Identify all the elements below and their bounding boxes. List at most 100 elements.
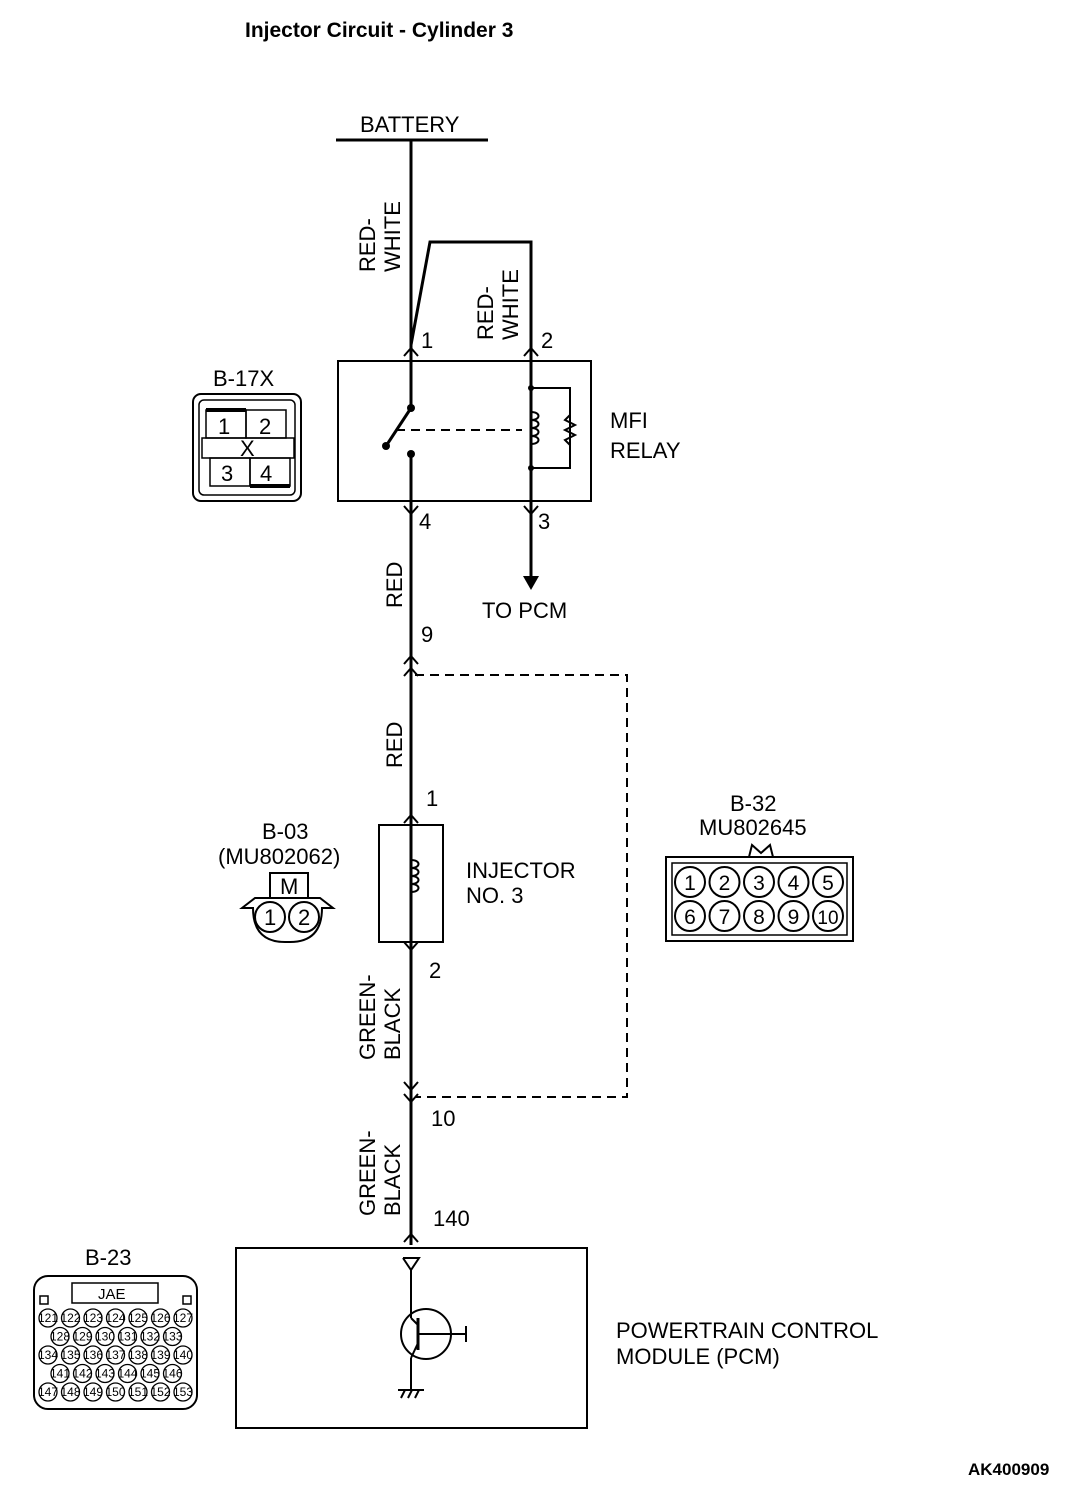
cell-label: 1 — [264, 905, 276, 930]
wire-label-line-1: RED- — [473, 286, 498, 340]
junction-block-outline — [415, 674, 628, 1098]
cell-label: 138 — [128, 1348, 148, 1362]
connector-inner — [671, 862, 848, 936]
cell — [60, 1382, 81, 1402]
wire-label-green-black-2: GREEN- BLACK — [355, 1130, 405, 1216]
cell — [777, 866, 810, 898]
cell-label: 1 — [218, 414, 230, 439]
cell-label: 137 — [105, 1348, 125, 1362]
ground-icon-hatch-2 — [407, 1389, 413, 1399]
cell-label: 146 — [162, 1367, 182, 1381]
cell-label: 2 — [298, 905, 310, 930]
cell — [674, 900, 706, 932]
cell — [674, 866, 706, 898]
cell-label: 147 — [38, 1385, 58, 1399]
transistor-collector — [410, 1317, 419, 1326]
cell-label: 136 — [83, 1348, 103, 1362]
cell-label: 4 — [788, 872, 800, 895]
connector-part-number: MU802645 — [699, 815, 807, 840]
cell — [140, 1363, 160, 1384]
cell — [50, 1326, 70, 1347]
cell-label: 3 — [221, 461, 233, 486]
wire-label-green-black-1: GREEN- BLACK — [355, 974, 405, 1060]
pcm-name-line2: MODULE (PCM) — [616, 1344, 780, 1369]
cell — [150, 1308, 171, 1328]
connector-key-label: M — [280, 874, 298, 899]
cell-label: 135 — [60, 1348, 80, 1362]
wire-label-red-1: RED — [382, 562, 407, 608]
cell — [173, 1345, 193, 1365]
cell-label: 143 — [95, 1367, 115, 1381]
cell — [254, 901, 286, 933]
figure-id: AK400909 — [968, 1460, 1049, 1479]
relay-name-line2: RELAY — [610, 438, 681, 463]
cell — [38, 1308, 58, 1328]
wire-relay-pin2-feed — [409, 240, 533, 362]
cell-label: 8 — [753, 906, 765, 929]
cell — [72, 1326, 93, 1347]
cell — [162, 1326, 183, 1347]
connector-arrow-injector-bottom — [403, 941, 419, 952]
connector-arrow-injector-top — [403, 813, 419, 824]
cell — [50, 1363, 70, 1384]
cell — [38, 1345, 58, 1365]
cell — [72, 1363, 93, 1384]
connector-b03: B-03 (MU802062) M 1 2 — [218, 819, 340, 943]
cell-label: 10 — [817, 908, 838, 929]
cell — [812, 900, 844, 932]
wire-label-line-2: BLACK — [380, 1144, 405, 1216]
cell — [60, 1308, 81, 1328]
connector-part-number: (MU802062) — [218, 844, 340, 869]
cell-label: 129 — [72, 1330, 92, 1344]
wire-label-line-1: RED — [382, 722, 407, 768]
cell-label: 130 — [95, 1330, 115, 1344]
relay-pin-2: 2 — [541, 328, 553, 353]
cell-label: 128 — [50, 1330, 70, 1344]
connector-latch — [182, 1295, 192, 1305]
connector-code: B-17X — [213, 366, 274, 391]
relay-switch-arm — [386, 407, 413, 444]
cell — [140, 1326, 160, 1347]
connector-arrow-junction-top-a — [403, 654, 419, 665]
cell — [60, 1345, 81, 1365]
cell-label: 126 — [150, 1311, 170, 1325]
wire-label-battery-relay: RED- WHITE — [355, 201, 405, 272]
junction-pin-10: 10 — [431, 1106, 455, 1131]
cell-label: 7 — [719, 906, 731, 929]
pcm-input-triangle-icon — [402, 1257, 421, 1272]
relay-pin-3: 3 — [538, 509, 550, 534]
relay-pin-1: 1 — [421, 328, 433, 353]
injector-pin-2: 2 — [429, 958, 441, 983]
injector-coil-icon — [410, 859, 420, 893]
cell — [128, 1345, 148, 1365]
connector-b17x: B-17X 1 2 X 3 4 — [192, 366, 302, 502]
connector-code: B-32 — [730, 791, 776, 816]
cell-label: 149 — [83, 1385, 103, 1399]
cell-label: 121 — [38, 1311, 58, 1325]
pcm-pin-140: 140 — [433, 1206, 470, 1231]
connector-arrow-junction-bottom-b — [403, 1093, 419, 1104]
cell-label: 133 — [162, 1330, 182, 1344]
cell-label: 4 — [260, 461, 272, 486]
connector-inner — [198, 399, 296, 496]
connector-arrow-pin2 — [523, 346, 539, 357]
cell-label: 122 — [60, 1311, 80, 1325]
cell-label: 5 — [822, 872, 834, 895]
connector-arrow-pin1 — [403, 346, 419, 357]
diagram-title: Injector Circuit - Cylinder 3 — [245, 19, 513, 42]
ground-icon-hatch-3 — [414, 1389, 420, 1399]
to-pcm-label: TO PCM — [482, 598, 567, 623]
cell-label: 1 — [684, 872, 696, 895]
cell — [743, 866, 775, 898]
relay-name-line1: MFI — [610, 408, 648, 433]
cell — [128, 1382, 148, 1402]
junction-pin-9: 9 — [421, 622, 433, 647]
cell-label: X — [240, 436, 255, 461]
cell — [95, 1363, 115, 1384]
wire-label-line-2: BLACK — [380, 988, 405, 1060]
cell — [812, 866, 844, 898]
cell-label: 127 — [173, 1311, 193, 1325]
connector-key-icon — [748, 843, 774, 858]
